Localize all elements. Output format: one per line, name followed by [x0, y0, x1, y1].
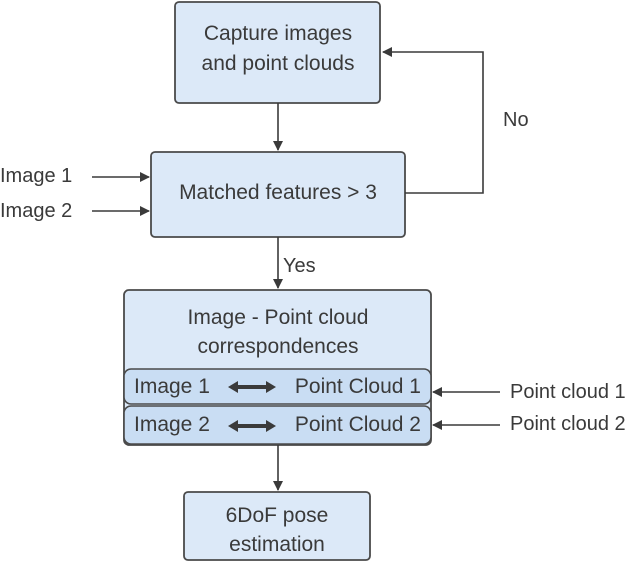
pose-node: 6DoF pose estimation: [183, 491, 371, 561]
capture-label-line1: Capture images: [204, 22, 352, 45]
row1-pointcloud-label: Point Cloud 1: [295, 375, 421, 398]
arrow-no-loop: [382, 47, 484, 194]
pose-label-line1: 6DoF pose: [226, 504, 329, 527]
correspondence-row-2: Image 2 Point Cloud 2: [123, 405, 432, 445]
double-arrow-icon: [228, 420, 276, 432]
row2-box: [123, 405, 432, 445]
row1-box: [123, 368, 432, 405]
input-pointcloud1-label: Point cloud 1: [510, 381, 626, 403]
correspondence-row-1: Image 1 Point Cloud 1: [123, 368, 432, 405]
yes-label: Yes: [283, 255, 316, 277]
double-arrow-icon: [228, 381, 276, 393]
input-image1-label: Image 1: [0, 165, 72, 187]
row1-image-label: Image 1: [134, 375, 210, 398]
match-label: Matched features > 3: [179, 181, 377, 204]
capture-node: Capture images and point clouds: [174, 1, 381, 104]
capture-label-line2: and point clouds: [202, 52, 355, 75]
correspondences-node: Image - Point cloud correspondences Imag…: [123, 289, 432, 446]
correspondences-label-line1: Image - Point cloud: [188, 306, 369, 329]
pose-label-line2: estimation: [229, 533, 325, 556]
match-node: Matched features > 3: [150, 151, 406, 238]
no-label: No: [503, 109, 529, 131]
row2-pointcloud-label: Point Cloud 2: [295, 413, 421, 436]
input-pointcloud2-label: Point cloud 2: [510, 413, 626, 435]
input-image2-label: Image 2: [0, 200, 72, 222]
pose-box: [183, 491, 371, 561]
row2-image-label: Image 2: [134, 413, 210, 436]
correspondences-label-line2: correspondences: [197, 335, 358, 358]
